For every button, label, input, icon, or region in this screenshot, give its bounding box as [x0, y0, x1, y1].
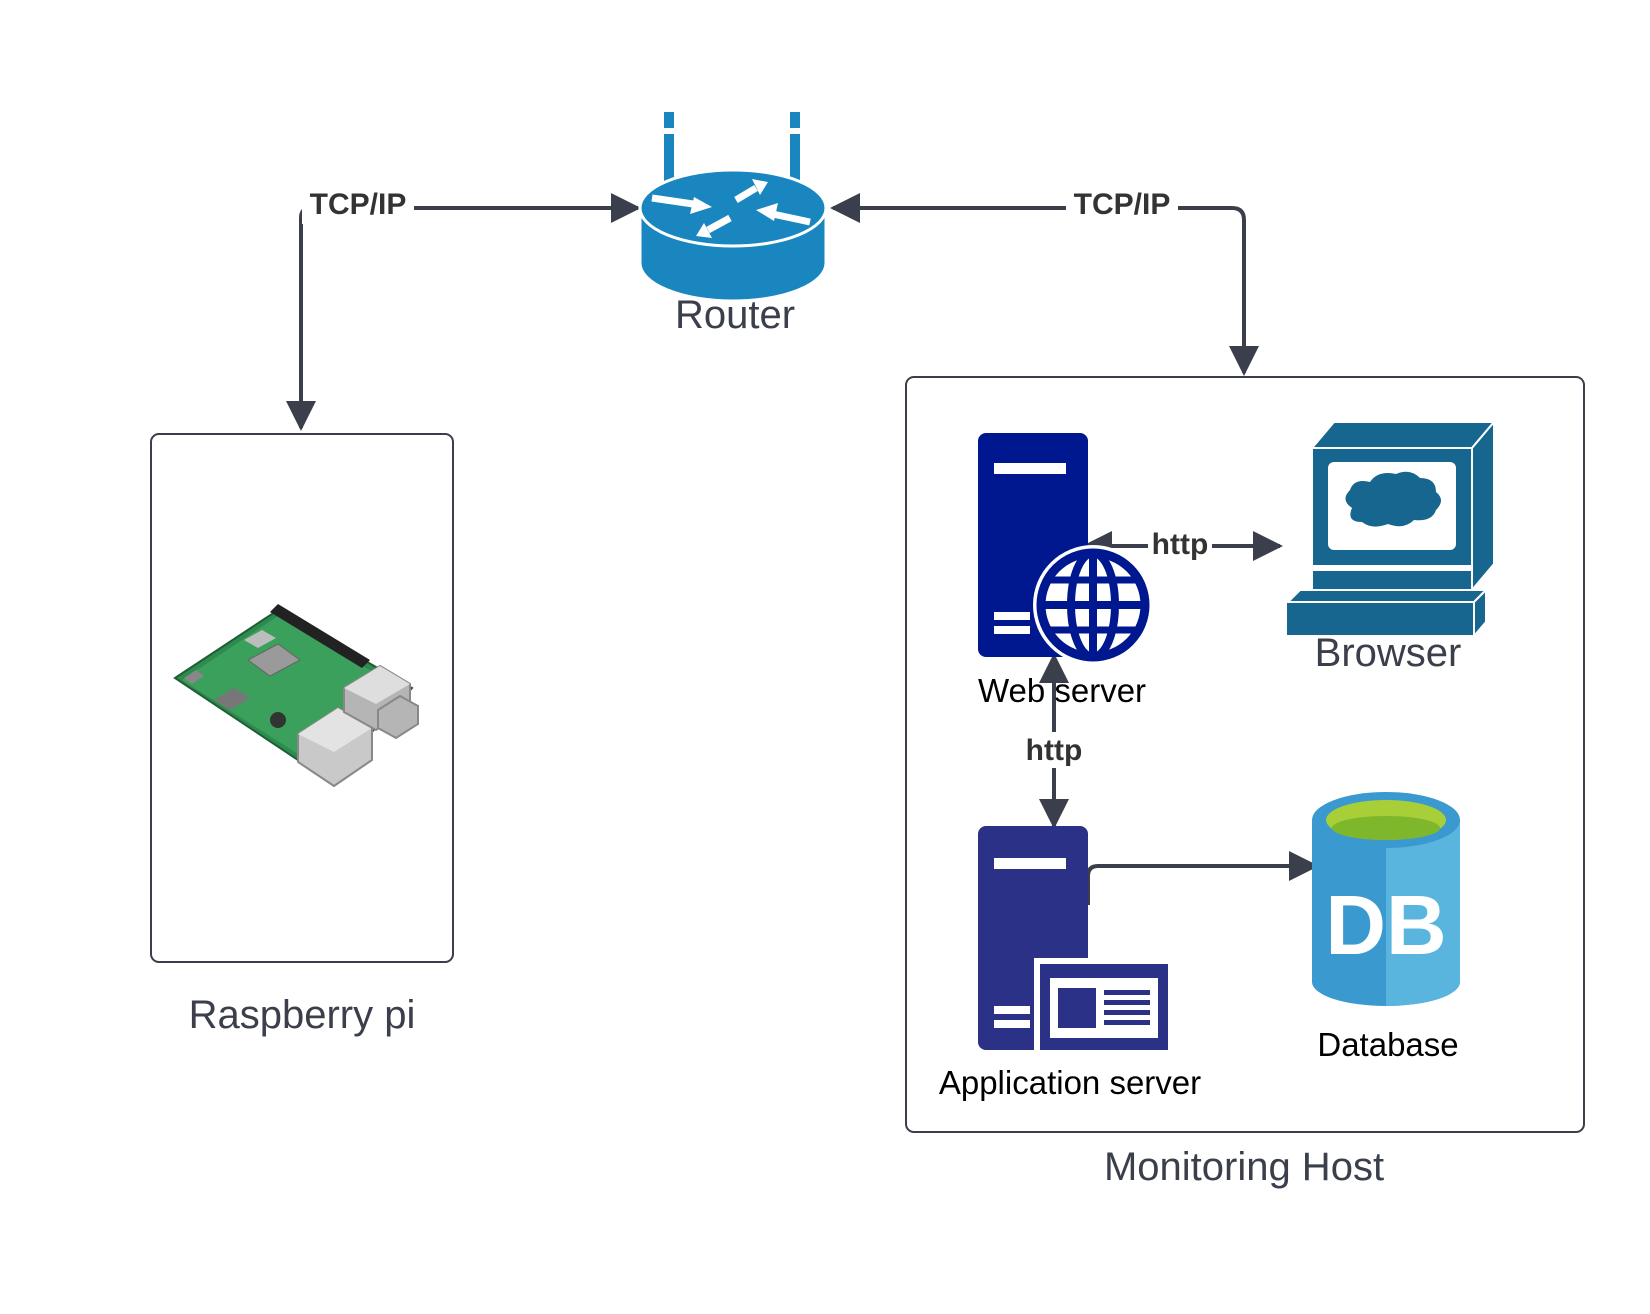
monitoring-host-label: Monitoring Host: [1104, 1145, 1384, 1189]
connector-router-host: [830, 193, 1259, 376]
web-server-label: Web server: [978, 672, 1146, 709]
raspberry-pi-label: Raspberry pi: [189, 993, 416, 1037]
database-icon-text: DB: [1325, 878, 1446, 972]
edge-label-web-app: http: [1026, 734, 1083, 767]
browser-computer-icon: [1285, 419, 1497, 639]
database-icon: DB: [1312, 792, 1460, 1006]
connector-pi-router: [286, 193, 641, 431]
database-label: Database: [1317, 1026, 1458, 1063]
application-server-icon: [978, 826, 1172, 1052]
browser-label: Browser: [1315, 631, 1462, 675]
application-server-label: Application server: [939, 1064, 1201, 1101]
edge-label-pi-router: TCP/IP: [310, 188, 407, 221]
router-icon: [638, 112, 828, 303]
edge-label-web-browser: http: [1152, 528, 1209, 561]
edge-label-router-host: TCP/IP: [1074, 188, 1171, 221]
raspberry-pi-board-icon: [173, 604, 419, 788]
web-server-icon: [978, 433, 1153, 665]
router-label: Router: [675, 293, 795, 337]
